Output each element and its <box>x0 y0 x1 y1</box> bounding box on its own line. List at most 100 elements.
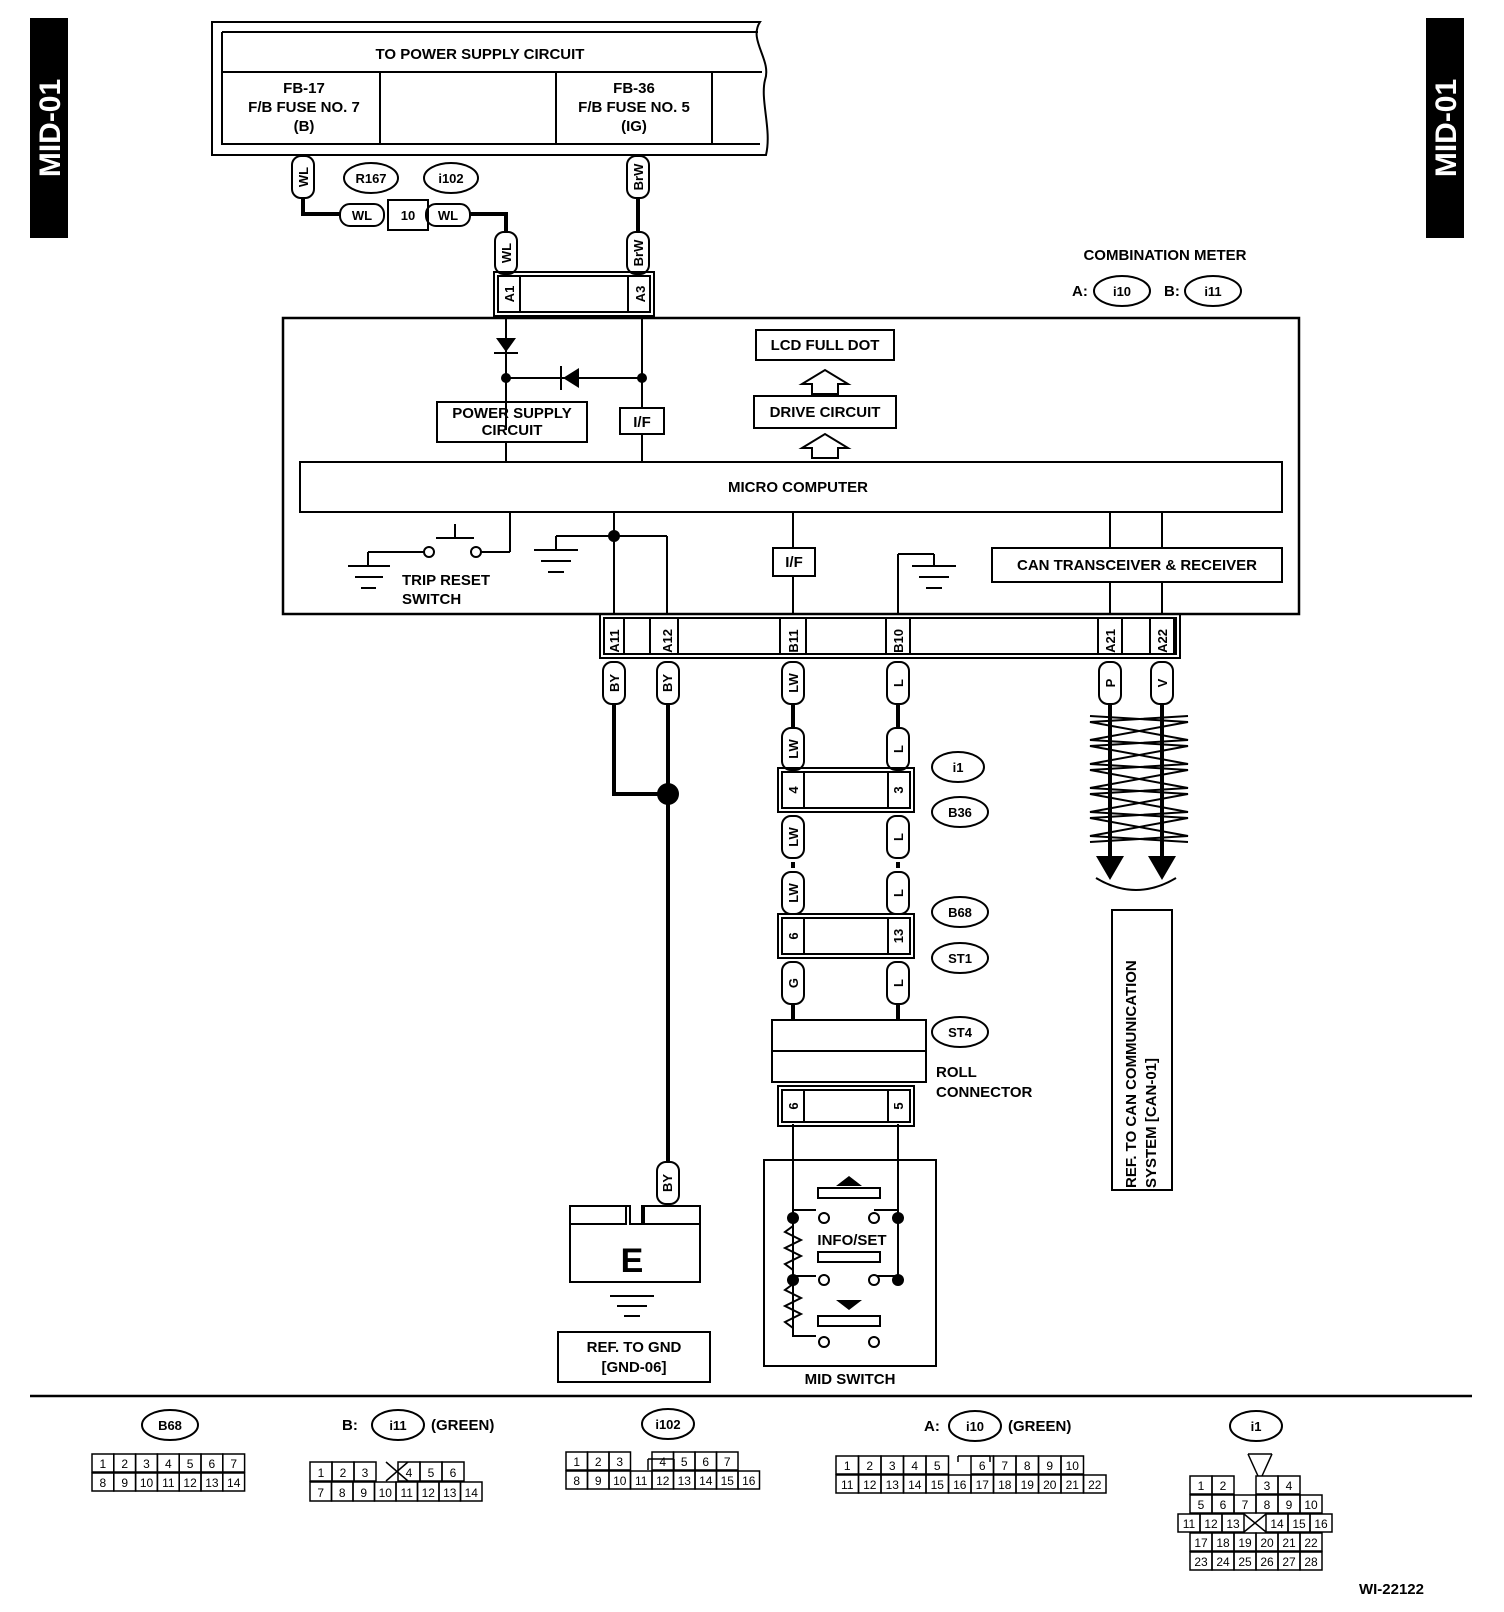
legend-i1-pin: 26 <box>1260 1555 1274 1569</box>
legend-i1-pin: 13 <box>1226 1517 1240 1531</box>
legend-i1-cell <box>1309 1513 1333 1533</box>
legend-i11-cell <box>441 1461 465 1482</box>
trip-contact-right <box>470 546 482 558</box>
legend-b68-pin: 9 <box>121 1476 128 1490</box>
legend-b68-pin: 1 <box>100 1457 107 1471</box>
legend-i102-cell <box>715 1451 739 1471</box>
legend-i11-pin: 14 <box>465 1486 479 1500</box>
pin-3: 3 <box>891 786 906 793</box>
if-bottom: I/F <box>785 554 803 571</box>
wire-tags-lower <box>602 661 1174 1205</box>
legend-i11-cell <box>353 1461 377 1482</box>
connector-ovals-top <box>343 162 479 194</box>
legend-i10-pin: 17 <box>976 1478 990 1492</box>
legend-i102-pin: 15 <box>721 1474 735 1488</box>
power-supply-circuit-line1: POWER SUPPLY <box>452 405 571 422</box>
legend-i1-pin: 8 <box>1264 1498 1271 1512</box>
legend-i102-pin: 10 <box>613 1474 627 1488</box>
legend-i102-pin: 12 <box>656 1474 670 1488</box>
roll-connector-line1: ROLL <box>936 1064 977 1081</box>
can-arrow-right-icon <box>1148 856 1176 880</box>
connector-i102: i102 <box>438 171 463 186</box>
down-arrow-icon <box>836 1300 862 1310</box>
legend-i102-pin: 13 <box>678 1474 692 1488</box>
legend-i11-pin: 13 <box>443 1486 457 1500</box>
legend-i10-pin: 8 <box>1024 1459 1031 1473</box>
wire-wl-3: WL <box>438 208 458 223</box>
bottom-connector <box>599 613 1181 659</box>
legend-i11-pin: 2 <box>340 1466 347 1480</box>
fuse-left-line1: FB-17 <box>283 80 325 97</box>
pin-a12: A12 <box>660 629 675 653</box>
pin-6: 6 <box>786 932 801 939</box>
mid-switch-box <box>763 1159 937 1367</box>
can-ref-box <box>1111 909 1173 1191</box>
legend-i102-pin: 9 <box>595 1474 602 1488</box>
legend-i10-pin: 10 <box>1066 1459 1080 1473</box>
can-twist <box>1089 715 1189 891</box>
legend-i11-pin: 5 <box>428 1466 435 1480</box>
ground-wires <box>612 704 670 1162</box>
if-top: I/F <box>633 414 651 431</box>
legend-b68-cell <box>222 1453 246 1473</box>
legend-i10-pin: 16 <box>953 1478 967 1492</box>
legend-i10-pin: 12 <box>863 1478 877 1492</box>
wire-brw-2: BrW <box>631 239 646 266</box>
can-arrow-left-icon <box>1096 856 1124 880</box>
legend-i1-pin: 14 <box>1270 1517 1284 1531</box>
can-wires <box>1108 704 1164 860</box>
legend-i102-cell <box>737 1470 761 1490</box>
pin-b11: B11 <box>786 629 801 652</box>
legend-i11-pin: 11 <box>401 1486 414 1500</box>
connector-b36: B36 <box>948 805 972 820</box>
legend-i10-pin: 18 <box>998 1478 1012 1492</box>
legend-i1-pin: 16 <box>1314 1517 1328 1531</box>
drive-circuit: DRIVE CIRCUIT <box>770 404 881 421</box>
legend-i11-name: i11 <box>389 1418 406 1433</box>
legend-i1-pin: 18 <box>1216 1536 1230 1550</box>
ground-ref-box <box>557 1331 711 1383</box>
ground-ref-line1: REF. TO GND <box>587 1339 682 1356</box>
legend-i1-pin: 19 <box>1238 1536 1252 1550</box>
legend-i11-prefix: B: <box>342 1417 358 1434</box>
trip-reset-line1: TRIP RESET <box>402 572 490 589</box>
ground-ref-line2: [GND-06] <box>601 1359 666 1376</box>
power-supply-box <box>211 21 769 156</box>
legend-i1-pin: 10 <box>1304 1498 1318 1512</box>
legend-i11-color: (GREEN) <box>431 1417 494 1434</box>
legend-i10-pin: 20 <box>1043 1478 1057 1492</box>
legend-i102-pin: 4 <box>659 1455 666 1469</box>
mid-switch-contacts <box>787 1212 904 1348</box>
mid-wires <box>791 704 900 1020</box>
internal-wires <box>367 316 1163 614</box>
legend-i1-pin: 6 <box>1220 1498 1227 1512</box>
up-arrow-icon <box>836 1176 862 1186</box>
legend-i102-pin: 3 <box>616 1455 623 1469</box>
legend-b68-pin: 6 <box>209 1457 216 1471</box>
legend-i10-pin: 15 <box>931 1478 945 1492</box>
wire-by-1: BY <box>607 674 622 692</box>
legend-b68-pin: 12 <box>183 1476 197 1490</box>
legend-b68-name: B68 <box>158 1418 182 1433</box>
side-tab-right: MID-01 <box>1426 18 1464 238</box>
connector-i1: i1 <box>953 760 964 775</box>
wire-wl-4: WL <box>499 243 514 263</box>
top-connector <box>493 271 655 317</box>
legend-b68-pin: 5 <box>187 1457 194 1471</box>
legend-i1-pin: 1 <box>1198 1479 1205 1493</box>
lcd-full-dot: LCD FULL DOT <box>771 337 880 354</box>
legend-i102-pin: 8 <box>573 1474 580 1488</box>
legend-i10-color: (GREEN) <box>1008 1418 1071 1435</box>
legend-i11-pin: 1 <box>318 1466 325 1480</box>
legend-i10-cell <box>1060 1455 1085 1475</box>
ground-terminal <box>569 1205 701 1317</box>
fuse-left-line2: F/B FUSE NO. 7 <box>248 99 360 116</box>
legend-i102-pin: 5 <box>681 1455 688 1469</box>
legend-i1-pin: 27 <box>1282 1555 1296 1569</box>
fuse-right-line3: (IG) <box>621 118 647 135</box>
legend-i11-pin: 10 <box>379 1486 393 1500</box>
connector-st4: ST4 <box>948 1025 973 1040</box>
wire-p: P <box>1103 678 1118 687</box>
legend-key-mark <box>1243 1513 1267 1533</box>
legend-i1-pin: 20 <box>1260 1536 1274 1550</box>
